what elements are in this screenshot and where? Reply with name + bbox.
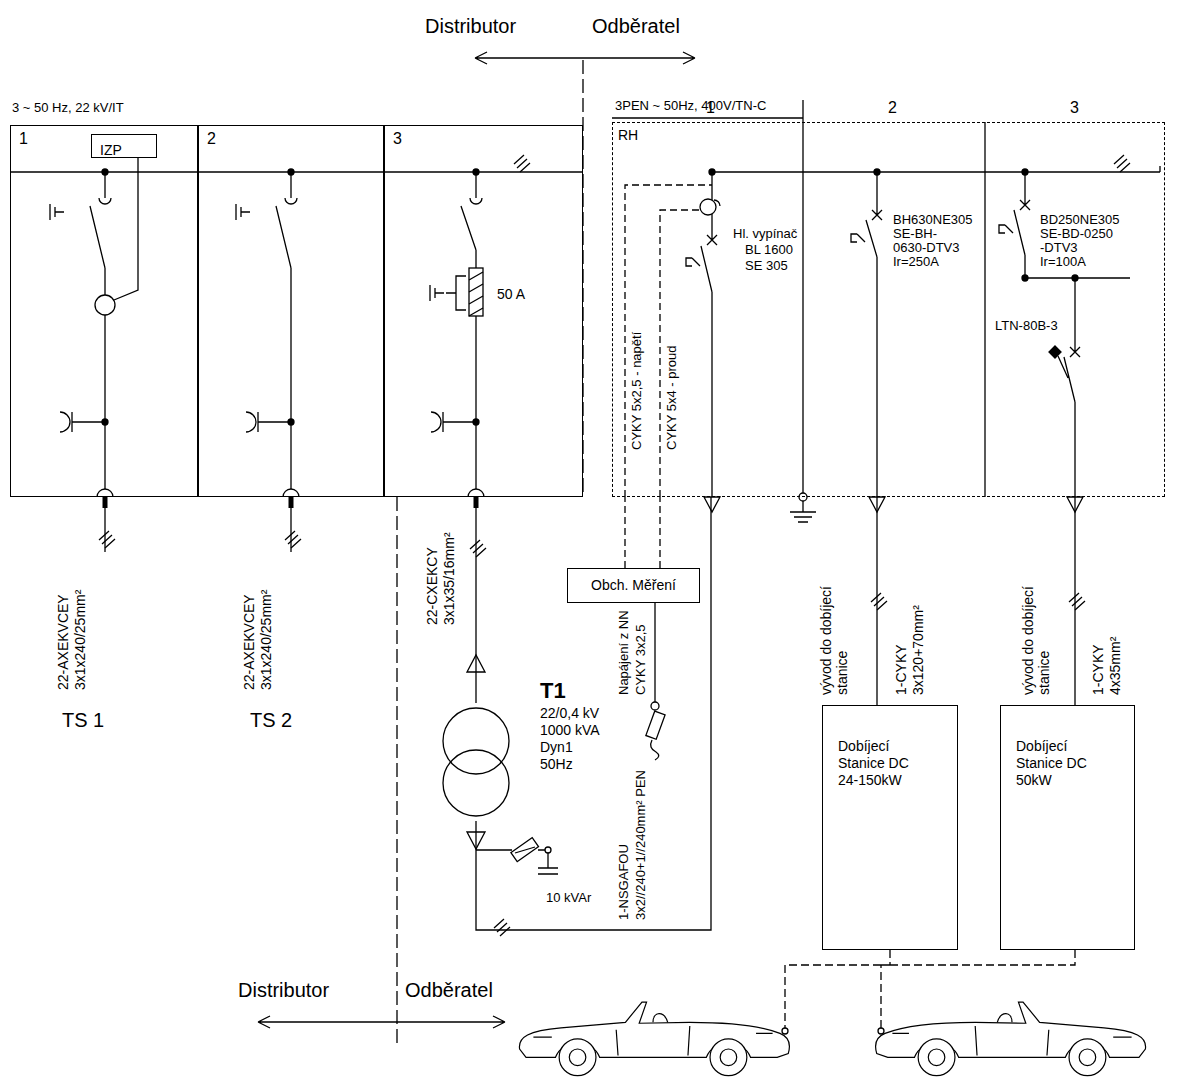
text-label: SE-BD-0250 <box>1040 226 1113 242</box>
transformer-windings <box>438 703 514 821</box>
node-text: 50Hz <box>540 756 600 773</box>
cable-label: 22-AXEKVCEY <box>55 594 71 690</box>
text-label: 0630-DTV3 <box>893 240 959 256</box>
text-label: BH630NE305 <box>893 212 973 228</box>
node-text: RH <box>618 127 638 144</box>
text-label: BL 1600 <box>745 242 793 258</box>
cable-label: 3x1x35/16mm² <box>441 532 457 625</box>
cable-label: 3x120+70mm² <box>910 605 926 695</box>
switchboard-panel: RH <box>612 122 1165 497</box>
node-text: 3 <box>393 130 402 147</box>
text-label: Odběratel <box>405 978 493 1002</box>
cable-label: 3x2//240+1//240mm² PEN <box>633 770 649 920</box>
node-text: 1000 kVA <box>540 722 600 739</box>
text-group: RH <box>618 127 638 144</box>
text-label: Odběratel <box>592 14 680 38</box>
cable-label: 22-AXEKVCEY <box>241 594 257 690</box>
node-text: T1 <box>540 677 600 705</box>
cable-label: vývod do dobíjecí stanice <box>818 570 850 695</box>
cable-label: 3x1x240/25mm² <box>72 590 88 690</box>
cable-label: 3x1x240/25mm² <box>258 590 274 690</box>
text-label: TS 2 <box>250 708 292 732</box>
node-text: Dyn1 <box>540 739 600 756</box>
text-label: 3 ~ 50 Hz, 22 kV/IT <box>12 100 124 116</box>
cable-label: 1-CYKY <box>1090 644 1106 695</box>
text-group: Dobíjecí Stanice DC 50kW <box>1016 738 1106 789</box>
cable-label: CYKY 5x2,5 - napětí <box>629 332 645 450</box>
text-group: 3 <box>393 130 402 147</box>
node-text: Dobíjecí Stanice DC 50kW <box>1016 738 1106 789</box>
text-label: 3PEN ~ 50Hz, 400V/TN-C <box>615 98 766 114</box>
cable-connector <box>475 497 476 703</box>
text-label: Ir=100A <box>1040 254 1086 270</box>
cable-label: 4x35mm² <box>1107 637 1123 695</box>
cable-label: 22-CXEKCY <box>424 547 440 625</box>
protection-box: IZP <box>91 134 157 158</box>
cable-label: Napájení z NN <box>616 610 632 695</box>
switchgear-cell: 3 <box>384 125 583 497</box>
cable-label: 1-NSGAFOU <box>616 844 632 920</box>
cable-connector <box>624 497 625 568</box>
text-label: SE 305 <box>745 258 788 274</box>
text-label: SE-BH- <box>893 226 937 242</box>
node-text: Obch. Měření <box>591 577 676 594</box>
switchgear-cell: 2 <box>198 125 384 497</box>
text-group: T122/0,4 kV1000 kVADyn150Hz <box>537 677 600 773</box>
text-label: 1 <box>706 100 715 116</box>
text-label: Ir=250A <box>893 254 939 270</box>
text-label: Distributor <box>425 14 516 38</box>
text-label: BD250NE305 <box>1040 212 1120 228</box>
text-group: Dobíjecí Stanice DC 24-150kW <box>838 738 928 789</box>
metering-box: Obch. Měření <box>567 568 700 603</box>
text-label: -DTV3 <box>1040 240 1078 256</box>
text-group: Obch. Měření <box>568 569 699 602</box>
text-label: 50 A <box>497 286 525 302</box>
text-label: Distributor <box>238 978 329 1002</box>
cable-label: CYKY 5x4 - proud <box>664 345 680 450</box>
text-group: 1 <box>19 130 28 147</box>
switchgear-cell: 1IZP <box>10 125 198 497</box>
cable-connector <box>876 497 877 705</box>
cable-label: vývod do dobíjecí stanice <box>1020 570 1052 695</box>
text-label: Hl. vypínač <box>733 226 797 242</box>
node-text: 1 <box>19 130 28 147</box>
text-group: IZP <box>100 139 122 161</box>
text-label: 2 <box>888 100 897 116</box>
charging-station-box: Dobíjecí Stanice DC 50kW <box>1000 705 1135 950</box>
transformer-symbol: T122/0,4 kV1000 kVADyn150Hz <box>438 703 514 821</box>
cable-connector <box>476 497 711 930</box>
node-text: IZP <box>100 142 122 159</box>
cable-label: 1-CYKY <box>893 644 909 695</box>
text-label: TS 1 <box>62 708 104 732</box>
cable-connector <box>659 497 660 568</box>
cable-connector <box>1074 497 1075 705</box>
charging-station-box: Dobíjecí Stanice DC 24-150kW <box>822 705 958 950</box>
node-text: 22/0,4 kV <box>540 705 600 722</box>
node-text: Dobíjecí Stanice DC 24-150kW <box>838 738 928 789</box>
text-label: 10 kVAr <box>546 890 591 906</box>
cable-label: CYKY 3x2,5 <box>633 624 649 695</box>
text-label: LTN-80B-3 <box>995 318 1058 334</box>
text-label: 3 <box>1070 100 1079 116</box>
node-text: 2 <box>207 130 216 147</box>
text-group: 2 <box>207 130 216 147</box>
